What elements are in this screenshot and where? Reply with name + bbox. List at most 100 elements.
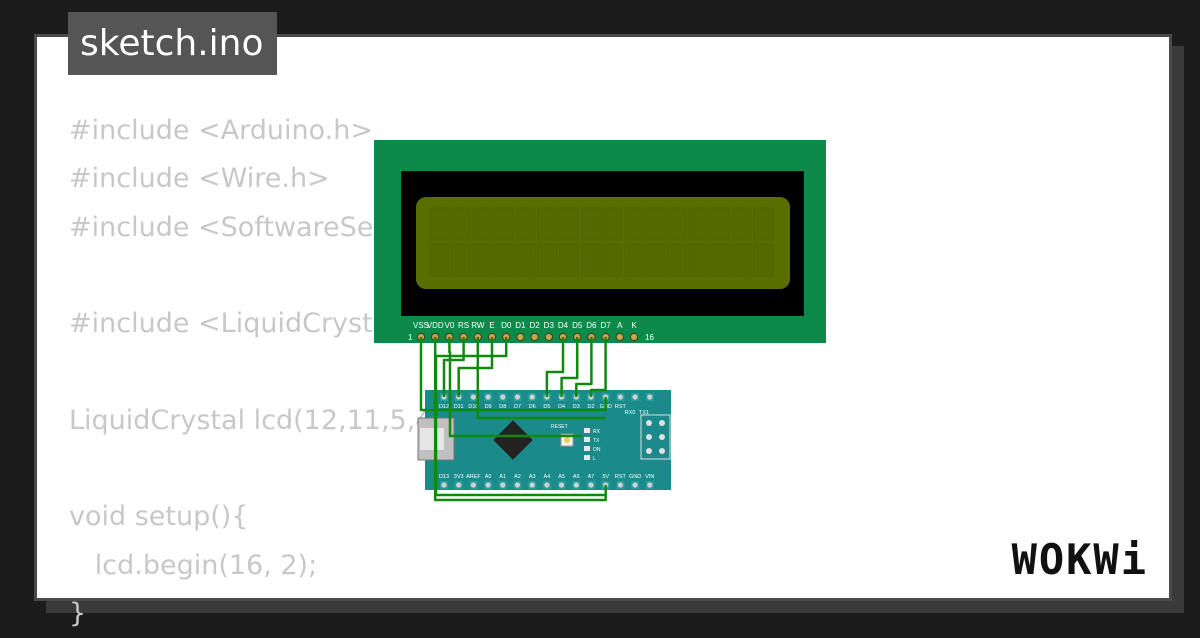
editor-card: #include <Arduino.h>#include <Wire.h>#in… bbox=[34, 34, 1172, 629]
nano-pcb bbox=[425, 390, 671, 490]
nano-top-pin-label: RST bbox=[615, 404, 627, 410]
nano-bottom-pin-label: VIN bbox=[645, 474, 654, 480]
nano-bottom-pin bbox=[485, 482, 491, 488]
lcd-pin bbox=[530, 332, 539, 342]
wire bbox=[589, 337, 607, 397]
lcd-char-cell bbox=[516, 207, 536, 241]
wire bbox=[457, 337, 494, 397]
nano-bottom-pin-label: GND bbox=[629, 474, 641, 480]
nano-top-pin-label: D3 bbox=[573, 404, 580, 410]
lcd-char-cell bbox=[559, 207, 579, 241]
lcd-pin bbox=[629, 332, 639, 342]
status-led bbox=[584, 446, 590, 451]
reset-label: RESET bbox=[551, 424, 568, 430]
lcd-char-cell bbox=[472, 207, 493, 241]
nano-bottom-pin bbox=[544, 482, 550, 488]
nano-bottom-pin-label: 3V3 bbox=[454, 474, 464, 480]
wire bbox=[575, 337, 593, 397]
nano-bottom-pin bbox=[632, 482, 638, 488]
nano-top-pin bbox=[632, 394, 638, 400]
lcd-char-cell bbox=[753, 243, 774, 277]
lcd-char-cell bbox=[624, 243, 644, 277]
lcd-char-cell bbox=[537, 243, 558, 277]
nano-bottom-pin-label: RST bbox=[615, 474, 627, 480]
nano-bottom-pin bbox=[559, 482, 565, 488]
lcd-char-cell bbox=[753, 207, 774, 241]
wire bbox=[419, 337, 607, 412]
nano-top-pin-label: D6 bbox=[529, 404, 536, 410]
nano-bottom-pin-label: AREF bbox=[466, 474, 481, 480]
nano-bottom-pin-label: A6 bbox=[573, 474, 580, 480]
nano-bottom-pin bbox=[456, 482, 462, 488]
wire bbox=[448, 337, 582, 438]
nano-bottom-pin bbox=[588, 482, 594, 488]
wokwi-logo: WOKWi bbox=[1011, 535, 1148, 584]
nano-bottom-pin-label: A2 bbox=[514, 474, 521, 480]
nano-bottom-pin bbox=[470, 482, 476, 488]
nano-top-pin-label: D4 bbox=[558, 404, 565, 410]
lcd-char-cell bbox=[429, 207, 450, 241]
status-led-label: L bbox=[593, 456, 596, 462]
lcd-pin-label: K bbox=[631, 321, 637, 330]
lcd-cells bbox=[429, 207, 774, 277]
nano-top-pin bbox=[500, 394, 506, 400]
icsp-pin bbox=[659, 448, 665, 454]
lcd-char-cell bbox=[451, 243, 472, 277]
lcd-char-cell bbox=[732, 207, 752, 241]
lcd-char-cell bbox=[602, 243, 623, 277]
lcd-char-cell bbox=[667, 243, 687, 277]
mcu-chip bbox=[493, 420, 533, 460]
lcd-pin-first-label: 1 bbox=[408, 333, 413, 342]
lcd-pin-label: RS bbox=[458, 321, 469, 330]
icsp-pin bbox=[659, 434, 665, 440]
lcd-pin-last-label: 16 bbox=[645, 333, 654, 342]
lcd-char-cell bbox=[580, 207, 601, 241]
file-tab[interactable]: sketch.ino bbox=[68, 12, 278, 75]
wire bbox=[442, 337, 465, 397]
nano-bottom-pin-label: A4 bbox=[544, 474, 551, 480]
lcd-char-cell bbox=[494, 207, 515, 241]
nano-top-pin bbox=[529, 394, 535, 400]
nano-top-pin bbox=[470, 394, 476, 400]
nano-bottom-pin-label: A1 bbox=[499, 474, 506, 480]
nano-top-pin-label: RX0 bbox=[625, 410, 636, 416]
nano-top-pin bbox=[514, 394, 521, 400]
nano-bottom-pin-label: A3 bbox=[529, 474, 536, 480]
nano-top-pin bbox=[647, 394, 653, 400]
status-led-label: ON bbox=[593, 447, 601, 453]
lcd-pin bbox=[615, 332, 624, 342]
lcd-pin-label: D4 bbox=[558, 321, 569, 330]
nano-bottom-pin bbox=[647, 482, 653, 488]
nano-bottom-pin-label: 5V bbox=[602, 474, 609, 480]
lcd-pin-label: V0 bbox=[445, 321, 455, 330]
lcd-char-cell bbox=[537, 207, 558, 241]
lcd-char-cell bbox=[688, 243, 709, 277]
nano-top-pin bbox=[485, 394, 491, 400]
code-line: } bbox=[69, 597, 87, 629]
nano-top-pin-label: TX1 bbox=[639, 410, 649, 416]
status-led bbox=[584, 428, 590, 433]
wires bbox=[419, 337, 607, 502]
wire bbox=[545, 337, 565, 397]
icsp-pin bbox=[646, 448, 652, 454]
code-line: #include <Wire.h> bbox=[69, 163, 330, 195]
lcd-pin-label: D3 bbox=[544, 321, 555, 330]
lcd-char-cell bbox=[645, 207, 666, 241]
status-led bbox=[584, 437, 590, 442]
nano-top-pin-label: D5 bbox=[543, 404, 550, 410]
lcd-char-cell bbox=[516, 243, 536, 277]
lcd-char-cell bbox=[710, 243, 731, 277]
lcd-char-cell bbox=[645, 243, 666, 277]
code-line: lcd.begin(16, 2); bbox=[69, 549, 318, 581]
nano-bottom-pin bbox=[573, 482, 579, 488]
icsp-pin bbox=[646, 434, 652, 440]
nano-top-pin-label: D12 bbox=[439, 404, 449, 410]
status-led-label: RX bbox=[593, 429, 601, 435]
icsp-pins bbox=[646, 420, 665, 454]
usb-port-icon bbox=[420, 428, 444, 450]
